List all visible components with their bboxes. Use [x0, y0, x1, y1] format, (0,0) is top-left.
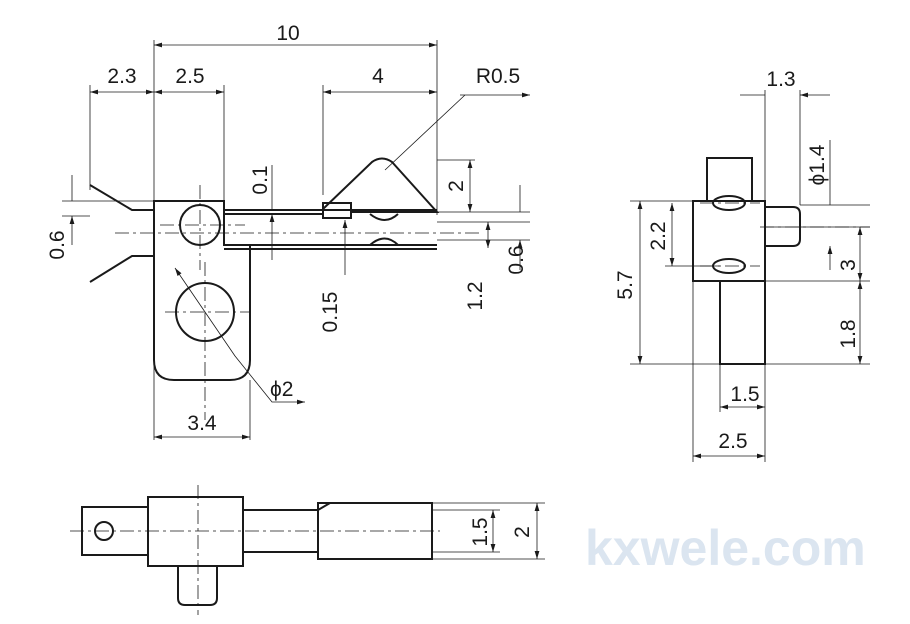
body-outline [153, 200, 251, 381]
dim-body-width: 2.5 [175, 65, 204, 88]
bottom-shaft [243, 502, 433, 560]
dim-body-width-side: 2.5 [718, 430, 747, 453]
side-body [692, 200, 766, 282]
dim-radius: R0.5 [476, 65, 520, 88]
bottom-peg [177, 566, 218, 606]
dim-pin-height: 3 [837, 259, 860, 271]
bottom-view: 1.5 2 [70, 485, 545, 615]
dim-hole-diameter: ϕ2 [270, 378, 293, 401]
dim-tab-width: 3.4 [187, 412, 217, 435]
dim-overall-height: 5.7 [614, 270, 637, 299]
side-view: 1.3 ϕ1.4 2.2 5.7 3 1.8 1.5 2.5 [614, 68, 870, 462]
dim-leg-width: 1.5 [730, 383, 759, 406]
dim-strip-thickness: 0.1 [249, 165, 272, 194]
front-view: 10 2.3 2.5 4 R0.5 3.4 ϕ2 0.1 0.15 2 1.2 … [46, 22, 530, 440]
side-top-tab [706, 157, 753, 202]
left-leads [89, 184, 154, 283]
dim-gap: 0.15 [319, 292, 342, 333]
dim-left-offset: 0.6 [46, 230, 69, 259]
actuator [322, 157, 440, 213]
side-leg [719, 280, 766, 365]
watermark: kxwele.com [585, 520, 866, 576]
side-pin [765, 206, 801, 247]
dim-slot-spacing: 2.2 [647, 221, 670, 250]
dim-right-offset: 0.6 [505, 245, 528, 274]
dim-shaft-width: 1.5 [469, 517, 492, 546]
center-lines [115, 185, 480, 420]
dim-spacing: 1.2 [464, 281, 487, 310]
lower-strip [224, 244, 437, 250]
dim-actuator-height: 2 [445, 180, 468, 192]
dim-left-lead: 2.3 [107, 65, 136, 88]
contact-dimples [369, 213, 399, 246]
dim-end-width: 2 [511, 526, 534, 538]
dim-pin-diameter: ϕ1.4 [806, 144, 829, 185]
dim-top-offset: 1.3 [766, 68, 795, 91]
bottom-body [147, 496, 244, 567]
dim-leg-height: 1.8 [837, 319, 860, 348]
dim-overall-length: 10 [276, 22, 299, 45]
actuator-block [322, 202, 352, 219]
dim-actuator-length: 4 [372, 65, 384, 88]
